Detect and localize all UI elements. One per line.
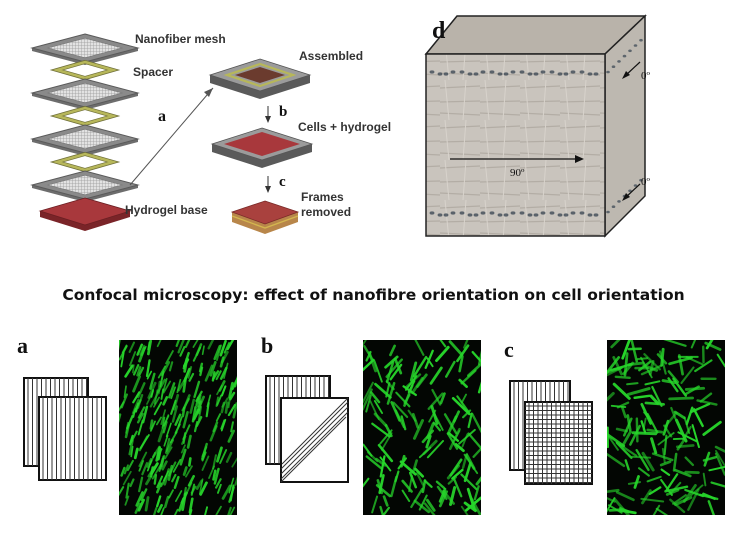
arrow-letter-b: b bbox=[279, 104, 288, 120]
cube-angle-bottom: 0º bbox=[641, 176, 650, 188]
cube-cell-row-top bbox=[429, 70, 599, 76]
label-frames-removed: Frames removed bbox=[301, 190, 352, 219]
confocal-panels bbox=[23, 340, 725, 515]
cells-hydrogel-stack bbox=[210, 127, 314, 168]
cell-cluster bbox=[607, 340, 725, 515]
nanofiber-mesh-layer bbox=[30, 170, 140, 202]
assembly-arrow bbox=[129, 87, 214, 186]
cube-arrowhead-90 bbox=[575, 155, 584, 163]
section-headline: Confocal microscopy: effect of nanofibre… bbox=[62, 286, 685, 304]
arrow-letter-c: c bbox=[279, 174, 286, 190]
cube-front-face bbox=[425, 53, 606, 237]
grid-panel-b-front bbox=[280, 397, 349, 483]
cube-arrowhead-0-bottom bbox=[622, 193, 630, 201]
cube-right-face bbox=[604, 14, 646, 238]
spacer-layer bbox=[49, 151, 121, 173]
cube-angle-top: 0º bbox=[641, 70, 650, 82]
cell-cluster bbox=[119, 340, 237, 515]
assembly-steps bbox=[208, 58, 314, 234]
panel-letter-a: a bbox=[17, 333, 28, 358]
spacer-layer bbox=[49, 105, 121, 127]
step-arrowhead-c bbox=[265, 186, 271, 193]
cube-right-row-bottom bbox=[606, 178, 643, 214]
panel-letter-c: c bbox=[504, 337, 514, 362]
hydrogel-cube bbox=[424, 14, 647, 238]
nanofiber-mesh-layer bbox=[30, 33, 140, 65]
confocal-image-b bbox=[363, 340, 481, 515]
frames-removed-block bbox=[230, 200, 300, 234]
assembled-stack bbox=[208, 58, 312, 99]
label-spacer: Spacer bbox=[133, 65, 174, 79]
cube-arrowhead-0-top bbox=[622, 71, 630, 79]
panel-letter-assembly: a bbox=[158, 108, 166, 125]
hydrogel-base-layer bbox=[38, 197, 132, 231]
confocal-image-a bbox=[119, 340, 237, 515]
cube-angle-middle: 90º bbox=[510, 167, 525, 179]
panel-letter-cube: d bbox=[432, 18, 446, 44]
grid-panel-a-front bbox=[38, 396, 107, 481]
label-cells-hydrogel: Cells + hydrogel bbox=[298, 120, 392, 134]
cube-right-row-top bbox=[606, 38, 643, 74]
step-arrowhead-b bbox=[265, 116, 271, 123]
grid-panel-c-front bbox=[524, 401, 593, 485]
spacer-layer bbox=[49, 59, 121, 81]
panel-letter-b: b bbox=[261, 333, 274, 358]
label-assembled: Assembled bbox=[299, 49, 364, 63]
confocal-image-c bbox=[607, 340, 725, 515]
nanofiber-mesh-layer bbox=[30, 78, 140, 110]
label-nanofiber-mesh: Nanofiber mesh bbox=[135, 32, 226, 46]
assembly-arrowhead bbox=[204, 88, 213, 97]
nanofiber-mesh-layer bbox=[30, 124, 140, 156]
label-hydrogel-base: Hydrogel base bbox=[125, 203, 208, 217]
cube-cell-row-bottom bbox=[429, 211, 599, 217]
cell-cluster bbox=[363, 340, 481, 515]
assembly-diagram bbox=[30, 33, 214, 231]
